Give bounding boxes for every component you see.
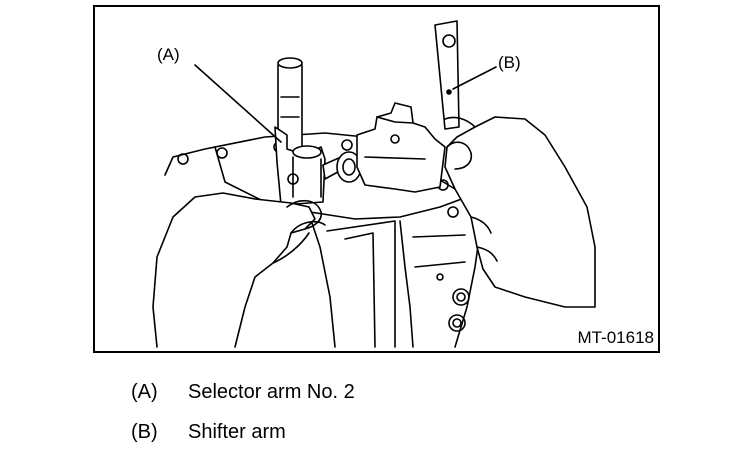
- legend-key: (A): [131, 381, 158, 403]
- callout-leaders: [194, 64, 497, 143]
- legend-item: (B) Shifter arm: [131, 421, 286, 444]
- legend-text: Selector arm No. 2: [188, 381, 355, 403]
- technical-illustration: (A) (B) MT-01618: [93, 5, 660, 353]
- shifter-housing: [356, 102, 446, 193]
- legend-key: (B): [131, 421, 158, 443]
- right-hand: [444, 116, 596, 308]
- callout-a-label: (A): [157, 45, 180, 64]
- callout-b-label: (B): [498, 53, 521, 72]
- shifter-arm: [434, 20, 460, 130]
- transmission-drawing: [152, 20, 596, 348]
- figure-id: MT-01618: [577, 328, 654, 347]
- left-hand: [152, 192, 326, 348]
- legend-text: Shifter arm: [188, 421, 286, 443]
- shift-rod: [277, 57, 303, 153]
- legend-item: (A) Selector arm No. 2: [131, 381, 355, 404]
